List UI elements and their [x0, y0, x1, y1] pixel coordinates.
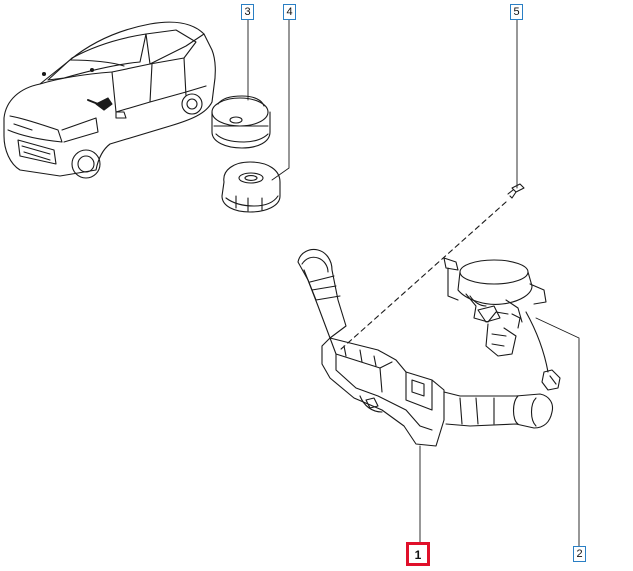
assembly-dashed-line: [339, 201, 507, 351]
callout-5[interactable]: 5: [510, 4, 523, 20]
callout-4[interactable]: 4: [283, 4, 296, 20]
part-2-rotary-connector: [443, 257, 561, 391]
part-4-knob-cap: [221, 161, 281, 213]
callout-3[interactable]: 3: [241, 4, 254, 20]
leader-lines: [247, 19, 580, 547]
part-5-screw: [507, 183, 525, 199]
callout-2[interactable]: 2: [573, 546, 586, 562]
part-3-switch-body: [211, 95, 271, 149]
part-1-combination-switch: [297, 248, 554, 447]
callout-1[interactable]: 1: [406, 542, 430, 566]
car-illustration: [3, 21, 216, 179]
